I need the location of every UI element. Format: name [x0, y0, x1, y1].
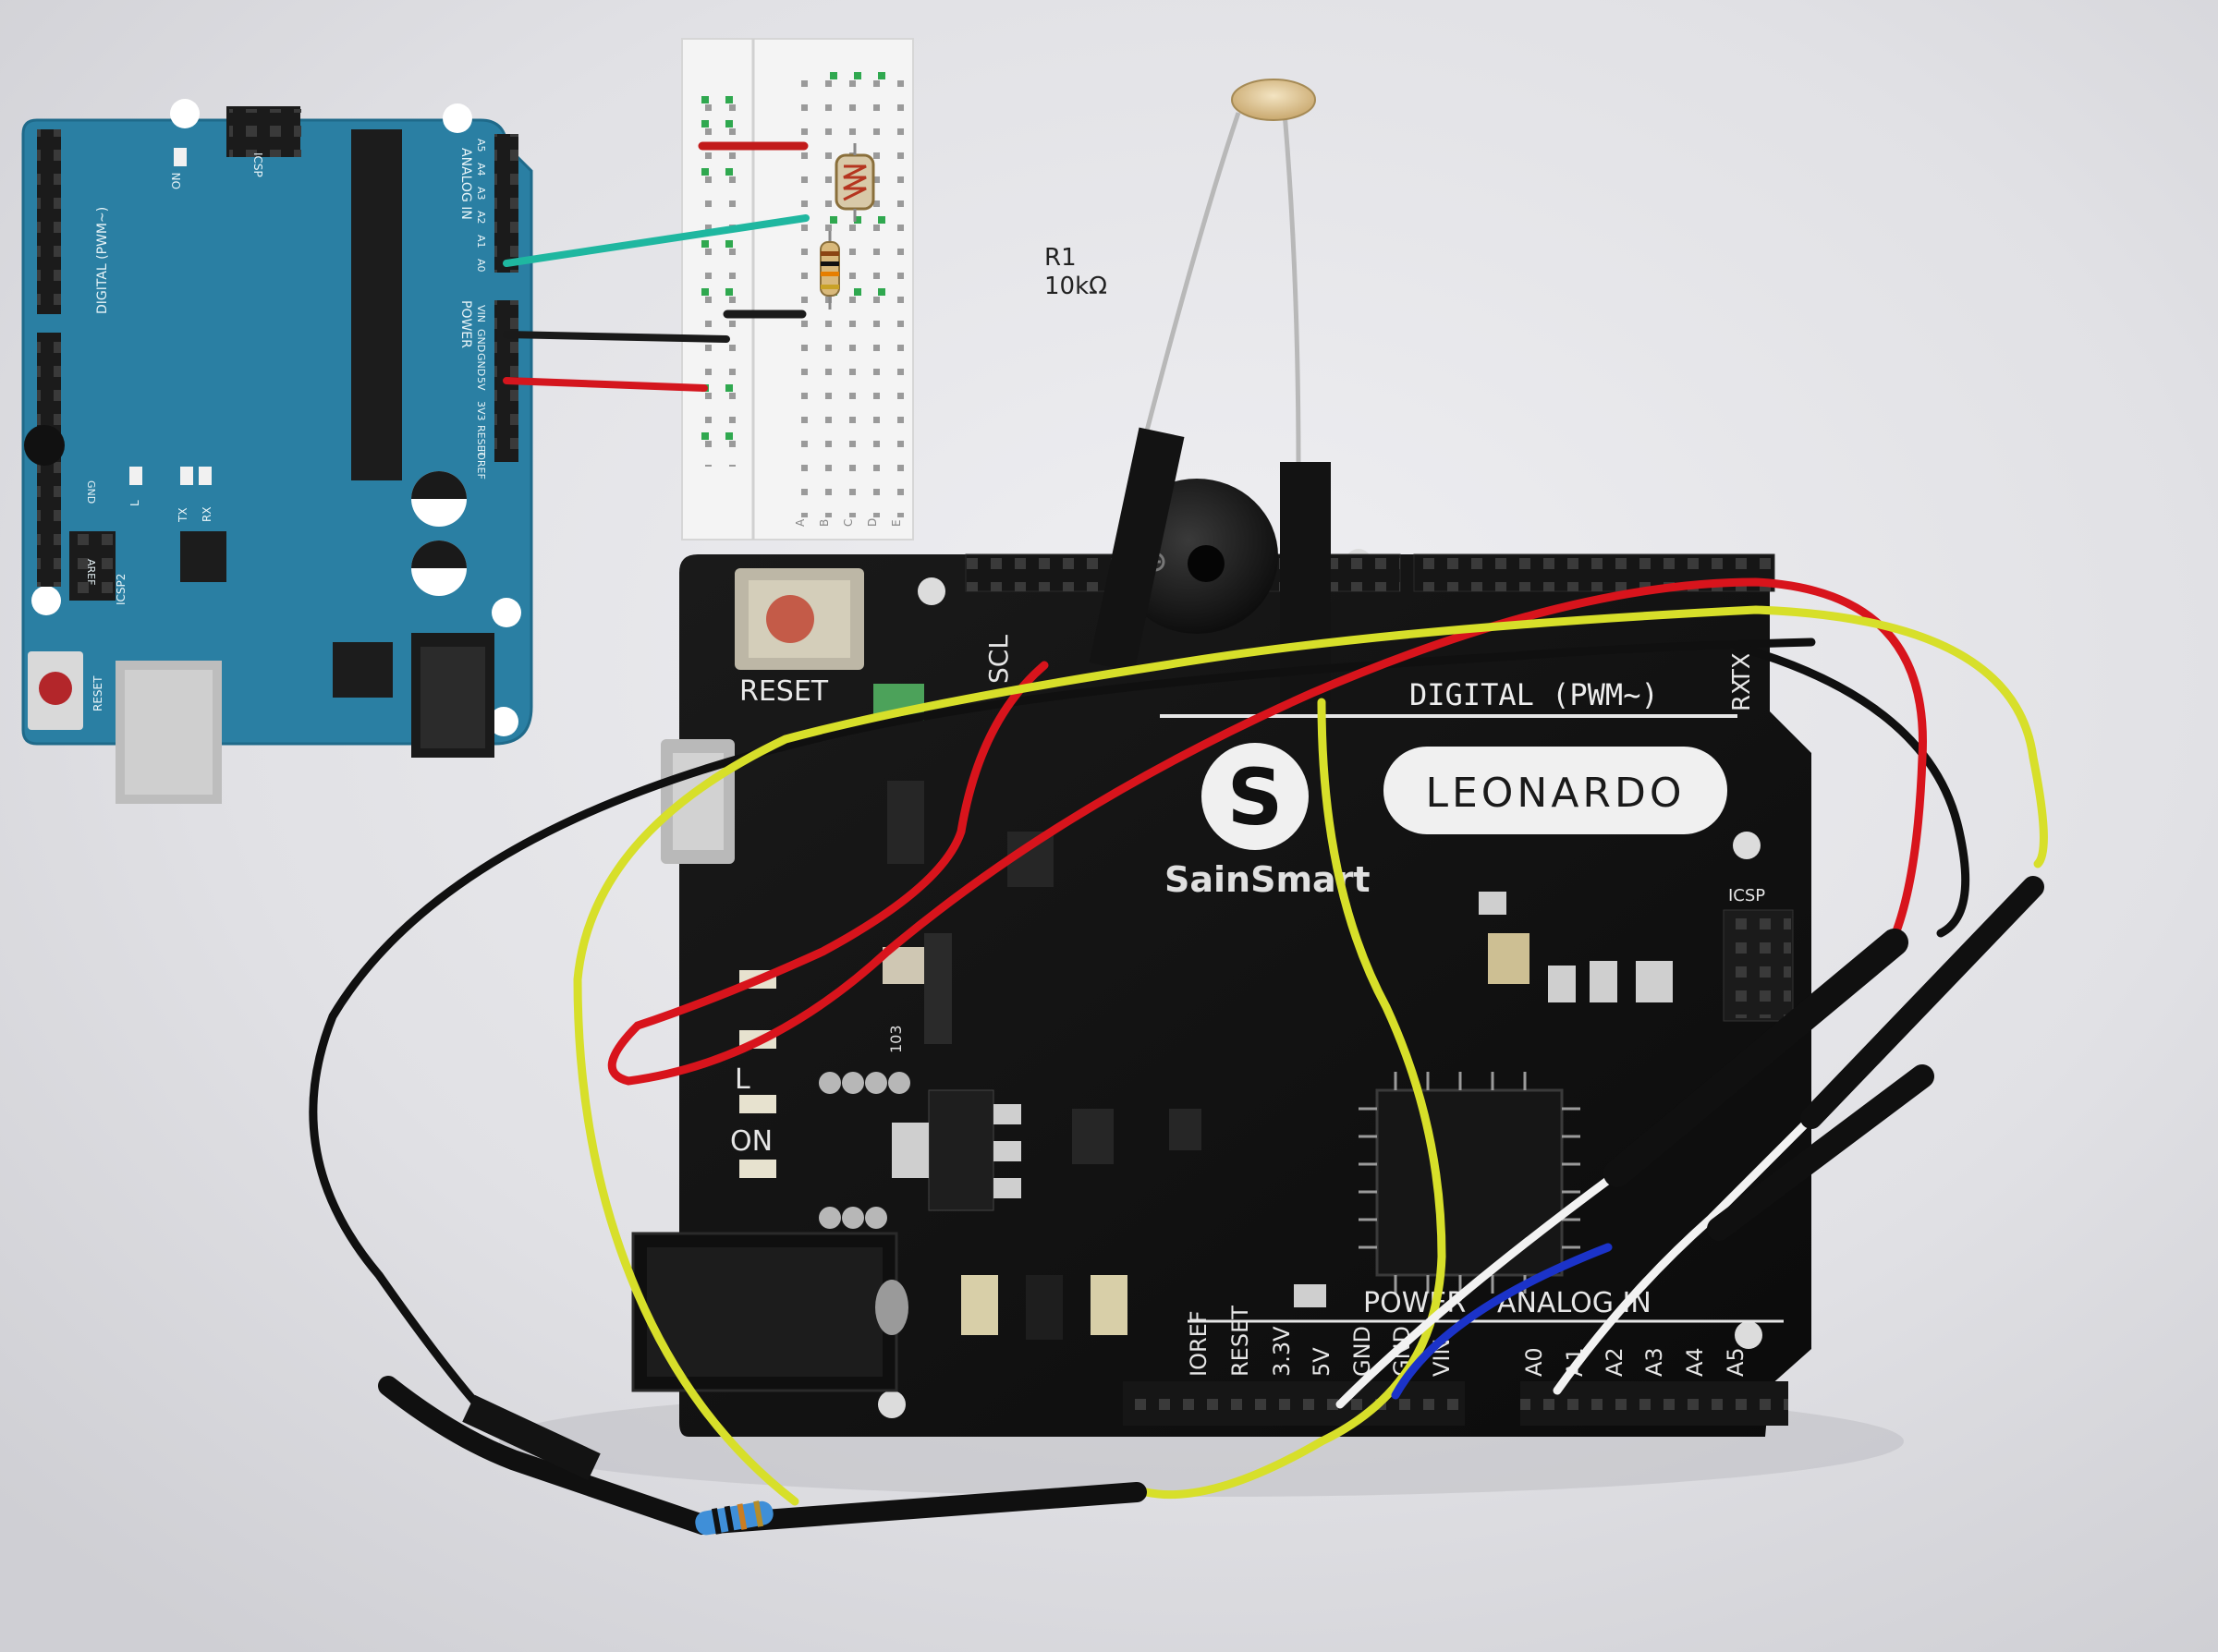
leonardo-board: RESET SCL DIGITAL (PWM~) TX RX S SainSma… — [631, 549, 1811, 1437]
photo-pin-reset: RESET — [1227, 1306, 1253, 1377]
schematic-bb-col-c: C — [842, 519, 855, 527]
photo-pin-ioref: IOREF — [1186, 1310, 1212, 1377]
wire-white-1 — [1335, 1169, 1622, 1409]
photo-pin-gnd1: GND — [1349, 1326, 1375, 1377]
sainsmart-logo-circle — [1201, 743, 1309, 850]
jumper-header-left — [1089, 427, 1185, 673]
schematic-bb-col-b: B — [818, 519, 831, 527]
wire-black — [309, 638, 1816, 1418]
resistor-value-label: 10kΩ — [1044, 273, 1107, 300]
photo-pin-a4: A4 — [1682, 1347, 1708, 1377]
schematic-label-on: ON — [170, 173, 183, 189]
photoresistor — [1143, 79, 1316, 468]
photo-pin-a5: A5 — [1723, 1347, 1749, 1377]
photo-pin-a2: A2 — [1602, 1347, 1627, 1377]
schematic-wire-red — [503, 377, 708, 392]
wire-yellow — [573, 605, 2048, 1506]
photo-pin-a3: A3 — [1641, 1347, 1667, 1377]
schematic-breadboard: A B C D E — [681, 38, 914, 541]
schematic-pin-gnd1: GND — [475, 329, 487, 352]
photo-resistor-component — [695, 1500, 774, 1536]
schematic-pin-a5: A5 — [475, 139, 487, 152]
mcu-chip — [1375, 1088, 1564, 1277]
jumper-wires — [309, 577, 2048, 1536]
schematic-pin-a2: A2 — [475, 211, 487, 225]
schematic-label-reset: RESET — [91, 675, 104, 711]
photo-label-reset: RESET — [739, 675, 829, 708]
jumper-header-right — [1280, 462, 1331, 702]
photo-pin-5v: 5V — [1309, 1347, 1334, 1377]
schematic-label-gnd: GND — [85, 480, 97, 504]
schematic-label-analog-in: ANALOG IN — [458, 148, 473, 220]
photo-label-chipmark: 103 — [887, 1025, 905, 1053]
photo-label-on: ON — [730, 1125, 773, 1158]
schematic-label-tx: TX — [177, 507, 189, 523]
schematic-pin-ioref: IOREF — [475, 449, 487, 480]
photo-pin-3v3: 3.3V — [1269, 1326, 1295, 1377]
resistor-header — [462, 1394, 601, 1481]
schematic-pin-reset: RESET — [475, 425, 487, 458]
schematic-pin-3v3: 3V3 — [475, 401, 487, 421]
photo-label-icsp: ICSP — [1728, 886, 1765, 905]
schematic-wire-black — [503, 331, 730, 343]
schematic-wire-teal — [503, 214, 810, 267]
photo-label-digital: DIGITAL (PWM~) — [1409, 677, 1659, 712]
schematic-arduino-board: ANALOG IN POWER DIGITAL (PWM~) ICSP ICSP… — [21, 99, 533, 804]
resistor-ref-label: R1 — [1044, 244, 1077, 272]
wire-blue — [1391, 1243, 1613, 1400]
leonardo-name: LEONARDO — [1425, 770, 1685, 817]
wire-white-2 — [1553, 1113, 1816, 1395]
schematic-label-rx: RX — [201, 506, 213, 522]
schematic-bb-col-a: A — [794, 518, 807, 527]
schematic-label-icsp2: ICSP2 — [115, 574, 128, 605]
schematic-pin-gnd2: GND — [475, 353, 487, 376]
schematic-label-power: POWER — [458, 300, 473, 348]
schematic-label-aref: AREF — [85, 559, 97, 585]
photo-label-tx: TX — [1728, 652, 1756, 685]
photo-label-scl: SCL — [983, 635, 1014, 684]
schematic-label-icsp: ICSP — [251, 152, 264, 177]
schematic-diagram: ANALOG IN POWER DIGITAL (PWM~) ICSP ICSP… — [21, 38, 914, 804]
sainsmart-logo-letter: S — [1227, 752, 1284, 843]
schematic-bb-col-e: E — [890, 519, 903, 527]
schematic-pin-a3: A3 — [475, 187, 487, 200]
schematic-pin-5v: 5V — [475, 377, 487, 391]
schematic-pin-a4: A4 — [475, 163, 487, 176]
schematic-pin-a0: A0 — [475, 259, 487, 273]
photo-label-rx: RX — [1728, 678, 1756, 711]
schematic-label-l: L — [128, 500, 141, 506]
schematic-pin-a1: A1 — [475, 235, 487, 249]
leonardo-name-plate — [1383, 747, 1727, 834]
schematic-label-digital: DIGITAL (PWM~) — [95, 207, 110, 314]
schematic-analog-pin-labels: A5 A4 A3 A2 A1 A0 — [475, 139, 487, 273]
photo-label-l: L — [735, 1063, 750, 1096]
schematic-power-pin-labels: VIN GND GND 5V 3V3 RESET IOREF — [475, 305, 487, 480]
schematic-bb-col-d: D — [866, 518, 879, 527]
schematic-pin-vin: VIN — [475, 305, 487, 322]
photo-pin-a0: A0 — [1521, 1347, 1547, 1377]
